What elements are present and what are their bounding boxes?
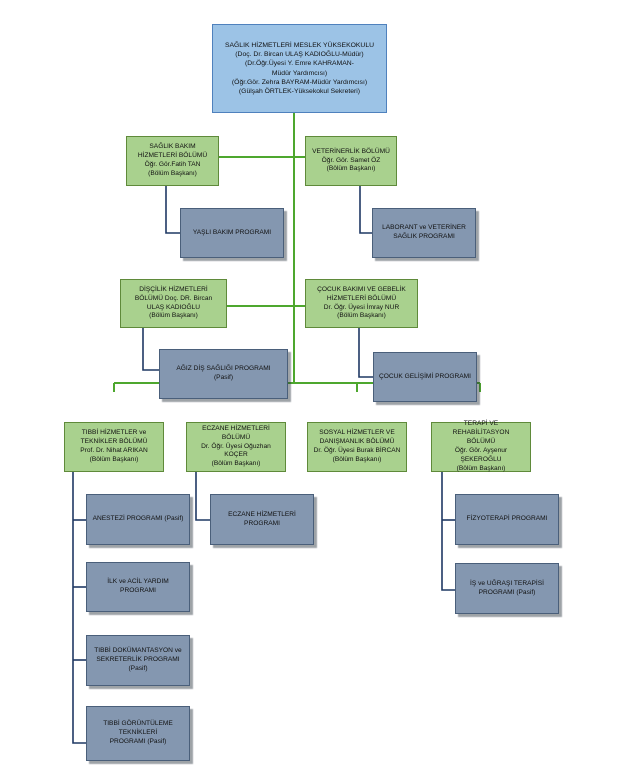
program-name-cont: PROGRAMI [244,519,280,527]
program-anestezi: ANESTEZİ PROGRAMI (Pasif) [86,494,190,545]
program-name: TIBBİ DOKÜMANTASYON ve [94,647,182,655]
root-director: (Doç. Dr. Bircan ULAŞ KADIOĞLU-Müdür) [235,51,364,59]
dept-head: Dr. Öğr. Üyesi İmray NUR [323,303,400,311]
program-name: FİZYOTERAPİ PROGRAMI [466,515,548,523]
dept-name-cont: BÖLÜMÜ [221,433,251,441]
program-name-cont: PROGRAMI [120,587,156,594]
dept-head-role: (Bölüm Başkanı) [89,455,139,463]
program-eczane: ECZANE HİZMETLERİ PROGRAMI [210,494,314,545]
dept-name-cont: HİZMETLERİ BÖLÜMÜ [326,294,397,302]
connector-cocuk-gelisimi [358,328,373,378]
root-deputy1-role: Müdür Yardımcısı) [271,69,328,77]
program-status: PROGRAMI (Pasif) [109,737,167,745]
dept-veterinerlik: VETERİNERLİK BÖLÜMÜ Öğr. Gör. Samet ÖZ (… [305,136,397,186]
program-name: ECZANE HİZMETLERİ [228,510,296,518]
dept-sosyal: SOSYAL HİZMETLER VE DANIŞMANLIK BÖLÜMÜ D… [307,422,407,472]
root-box: SAĞLIK HİZMETLERİ MESLEK YÜKSEKOKULU (Do… [212,24,387,113]
dept-eczane: ECZANE HİZMETLERİ BÖLÜMÜ Dr. Öğr. Üyesi … [186,422,286,472]
program-status: (Pasif) [213,374,234,381]
dept-name-cont: HİZMETLERİ BÖLÜMÜ [137,152,208,160]
program-name-cont: SEKRETERLİK PROGRAMI [96,656,180,664]
dept-name-cont: DANIŞMANLIK BÖLÜMÜ [319,438,395,446]
dept-head-cont: KOÇER [224,451,248,459]
dept-head: Dr. Öğr. Üyesi Oğuzhan [201,442,271,450]
program-name: ANESTEZİ PROGRAMI (Pasif) [92,515,184,523]
program-status: PROGRAMI (Pasif) [478,588,536,596]
program-fizyoterapi: FİZYOTERAPİ PROGRAMI [455,494,559,545]
root-secretary: (Gülşah ÖRTLEK-Yüksekokul Sekreteri) [238,87,361,95]
dept-name: VETERİNERLİK BÖLÜMÜ [312,147,390,155]
program-name: YAŞLI BAKIM PROGRAMI [192,228,272,236]
dept-head-role: (Bölüm Başkanı) [211,460,261,468]
program-name: LABORANT ve VETERİNER [382,224,466,232]
dept-name-cont: BÖLÜMÜ Doç. DR. Bircan [134,294,213,302]
program-ilk-acil: İLK ve ACİL YARDIM PROGRAMI [86,562,190,612]
root-title: SAĞLIK HİZMETLERİ MESLEK YÜKSEKOKULU [224,41,375,49]
program-status: (Pasif) [128,664,148,672]
program-name: İŞ ve UĞRAŞI TERAPİSİ [470,579,544,587]
dept-head: Dr. Öğr. Üyesi Burak BİRCAN [313,447,401,454]
dept-head: Prof. Dr. Nihat ARIKAN [80,447,148,454]
dept-name-cont: TEKNİKLER BÖLÜMÜ [80,438,148,446]
dept-head-cont: ŞEKEROĞLU [460,455,502,463]
dept-head-role: (Bölüm Başkanı) [456,464,506,472]
connector-agiz [142,328,159,371]
program-tibbi-goruntuleme: TIBBİ GÖRÜNTÜLEME TEKNİKLERİ PROGRAMI (P… [86,706,190,761]
program-yasli-bakim: YAŞLI BAKIM PROGRAMI [180,208,284,258]
dept-name: SOSYAL HİZMETLER VE [319,429,395,437]
program-agiz-dis: AĞIZ DİŞ SAĞLIĞI PROGRAMI (Pasif) [159,349,288,399]
dept-head: Öğr. Gör. Samet ÖZ [321,156,381,164]
program-tibbi-dokumantasyon: TIBBİ DOKÜMANTASYON ve SEKRETERLİK PROGR… [86,635,190,686]
dept-name: SAĞLIK BAKIM [149,143,196,151]
program-name: İLK ve ACİL YARDIM [107,578,169,586]
dept-head: ULAŞ KADIOĞLU [146,303,201,311]
program-name: TIBBİ GÖRÜNTÜLEME [103,720,173,728]
connector-laborant [359,186,372,234]
dept-head-role: (Bölüm Başkanı) [337,312,386,320]
dept-tibbi-hizmetler: TIBBİ HİZMETLER ve TEKNİKLER BÖLÜMÜ Prof… [64,422,164,472]
dept-head: Öğr. Gör.Fatih TAN [144,161,201,168]
dept-discilik: DİŞÇİLİK HİZMETLERİ BÖLÜMÜ Doç. DR. Birc… [120,279,227,328]
program-laborant: LABORANT ve VETERİNER SAĞLIK PROGRAMI [372,208,476,258]
program-is-ugrasi: İŞ ve UĞRAŞI TERAPİSİ PROGRAMI (Pasif) [455,563,559,614]
connector-terapi-programs [441,472,455,591]
program-name-cont: SAĞLIK PROGRAMI [393,233,455,240]
root-deputy2: (Öğr.Gör. Zehra BAYRAM-Müdür Yardımcısı) [231,78,368,86]
program-name: AĞIZ DİŞ SAĞLIĞI PROGRAMI [176,365,271,373]
dept-head-role: (Bölüm Başkanı) [149,312,198,320]
dept-name: TERAPİ VE REHABİLİTASYON [452,420,510,437]
dept-terapi: TERAPİ VE REHABİLİTASYON BÖLÜMÜ Öğr. Gör… [431,420,531,472]
dept-head-role: (Bölüm Başkanı) [148,169,197,177]
dept-saglik-bakim: SAĞLIK BAKIM HİZMETLERİ BÖLÜMÜ Öğr. Gör.… [126,136,219,186]
program-name: ÇOCUK GELİŞİMİ PROGRAMI [379,372,471,380]
program-cocuk-gelisimi: ÇOCUK GELİŞİMİ PROGRAMI [373,352,477,402]
dept-name: ÇOCUK BAKIMI VE GEBELİK [317,285,406,293]
program-name-cont: TEKNİKLERİ [118,729,158,737]
connector-eczane-prog [195,472,210,521]
connector-yasli [165,186,180,234]
root-deputy1: (Dr.Öğr.Üyesi Y. Emre KAHRAMAN- [245,60,354,68]
dept-head-role: (Bölüm Başkanı) [326,165,376,173]
dept-name: TIBBİ HİZMETLER ve [81,429,147,437]
dept-name: ECZANE HİZMETLERİ [202,424,270,432]
dept-head: Öğr. Gör. Ayşenur [454,447,508,454]
dept-cocuk-bakimi: ÇOCUK BAKIMI VE GEBELİK HİZMETLERİ BÖLÜM… [305,279,418,328]
dept-name-cont: BÖLÜMÜ [466,438,496,446]
dept-head-role: (Bölüm Başkanı) [332,455,382,463]
dept-name: DİŞÇİLİK HİZMETLERİ [139,285,208,293]
connector-tibbi-programs [72,472,86,744]
